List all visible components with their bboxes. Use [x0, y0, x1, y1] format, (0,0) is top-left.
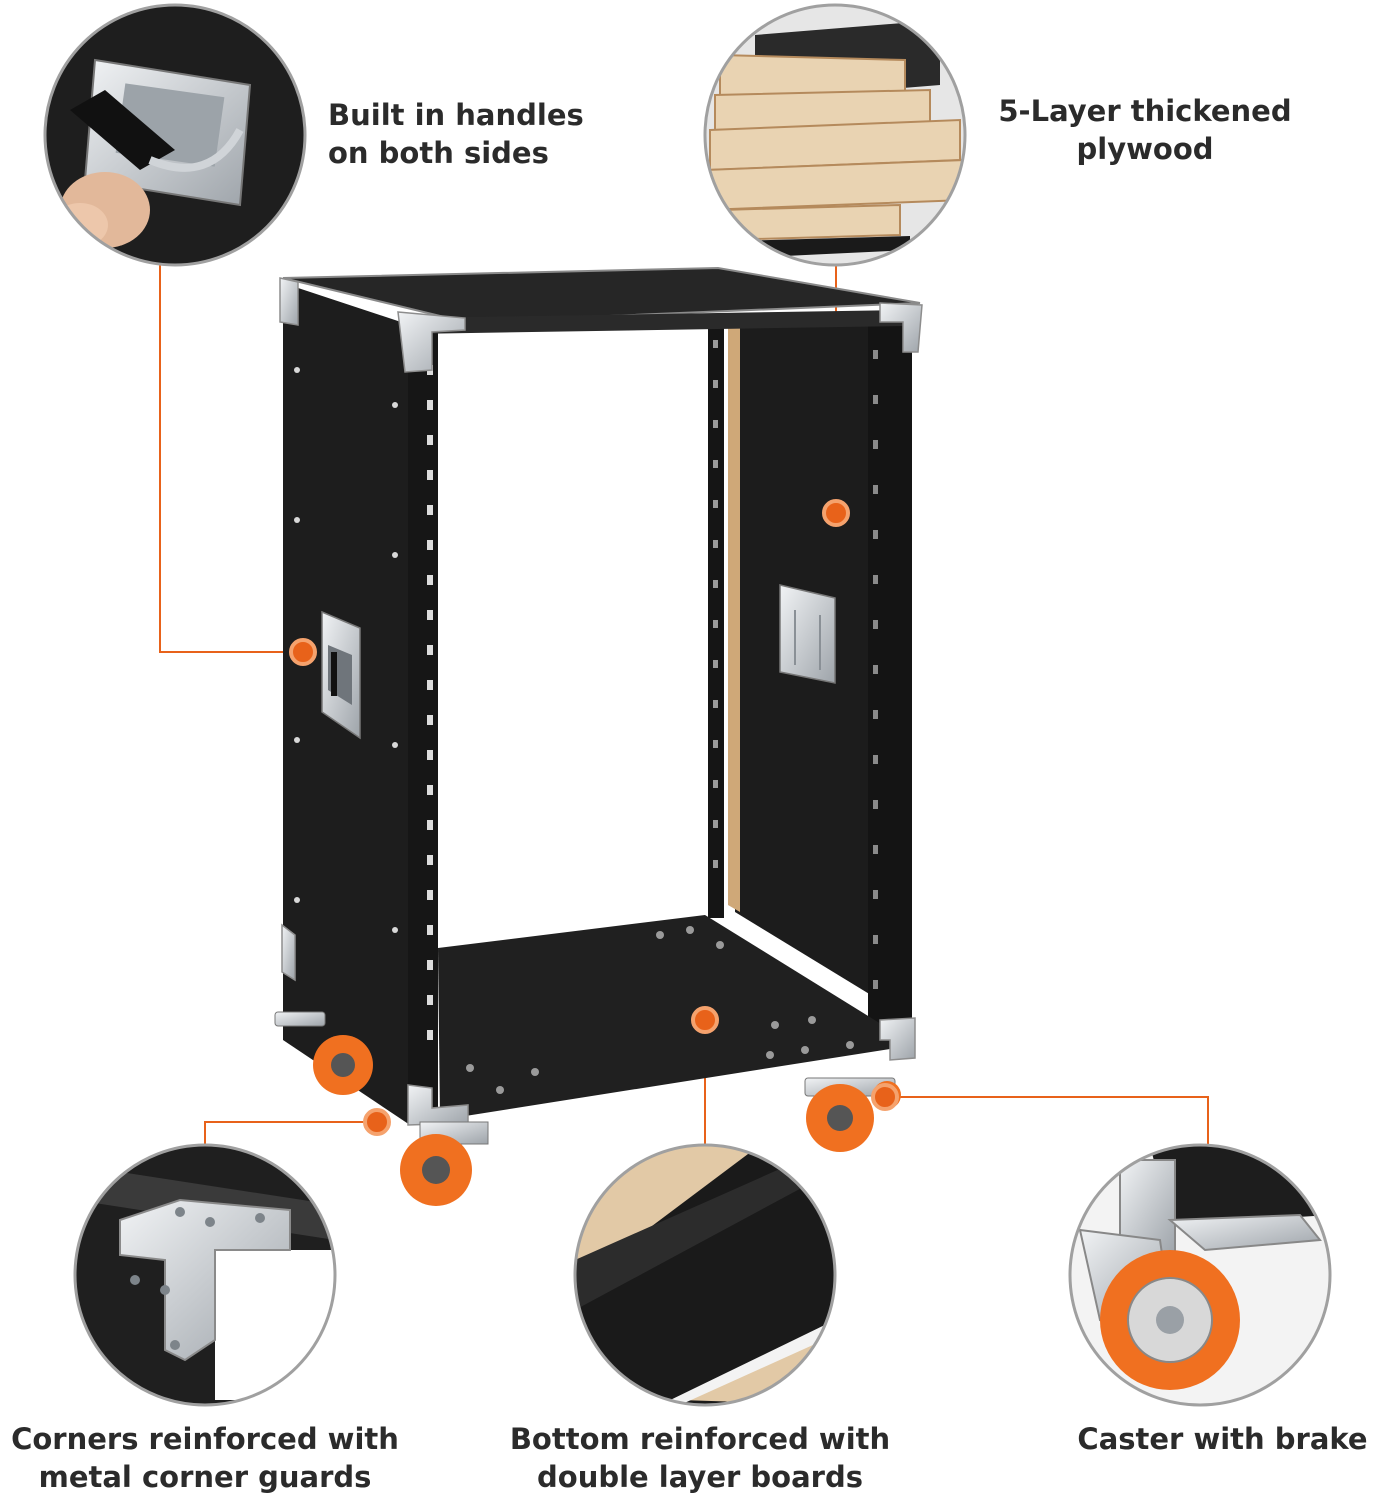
caption-corners-line2: metal corner guards	[38, 1460, 372, 1494]
caption-caster: Caster with brake	[1070, 1420, 1375, 1458]
caption-plywood: 5-Layer thickened plywood	[990, 92, 1300, 168]
caption-handles: Built in handles on both sides	[328, 96, 584, 172]
caption-corners: Corners reinforced with metal corner gua…	[0, 1420, 410, 1496]
marker-caster	[871, 1083, 899, 1111]
right-side-handle	[779, 584, 836, 684]
caption-bottom: Bottom reinforced with double layer boar…	[495, 1420, 905, 1496]
marker-bottom	[691, 1006, 719, 1034]
marker-corner	[363, 1108, 391, 1136]
rack-cabinet	[274, 266, 923, 1206]
caption-handles-line1: Built in handles	[328, 98, 584, 132]
caption-bottom-line1: Bottom reinforced with	[509, 1422, 891, 1456]
caption-plywood-line1: 5-Layer thickened	[998, 94, 1292, 128]
detail-circle-bottom	[573, 1143, 837, 1407]
caption-plywood-line2: plywood	[1076, 132, 1214, 166]
caption-handles-line2: on both sides	[328, 136, 549, 170]
left-side-handle	[321, 610, 361, 740]
detail-circle-corner	[73, 1143, 337, 1407]
detail-circle-caster	[1068, 1143, 1332, 1407]
detail-circle-plywood	[703, 3, 967, 267]
marker-handle	[289, 638, 317, 666]
detail-circle-handle	[43, 3, 307, 267]
caption-corners-line1: Corners reinforced with	[11, 1422, 399, 1456]
callout-markers	[289, 499, 899, 1136]
casters	[274, 1011, 901, 1206]
caption-caster-line1: Caster with brake	[1077, 1422, 1368, 1456]
caption-bottom-line2: double layer boards	[537, 1460, 863, 1494]
marker-plywood	[822, 499, 850, 527]
